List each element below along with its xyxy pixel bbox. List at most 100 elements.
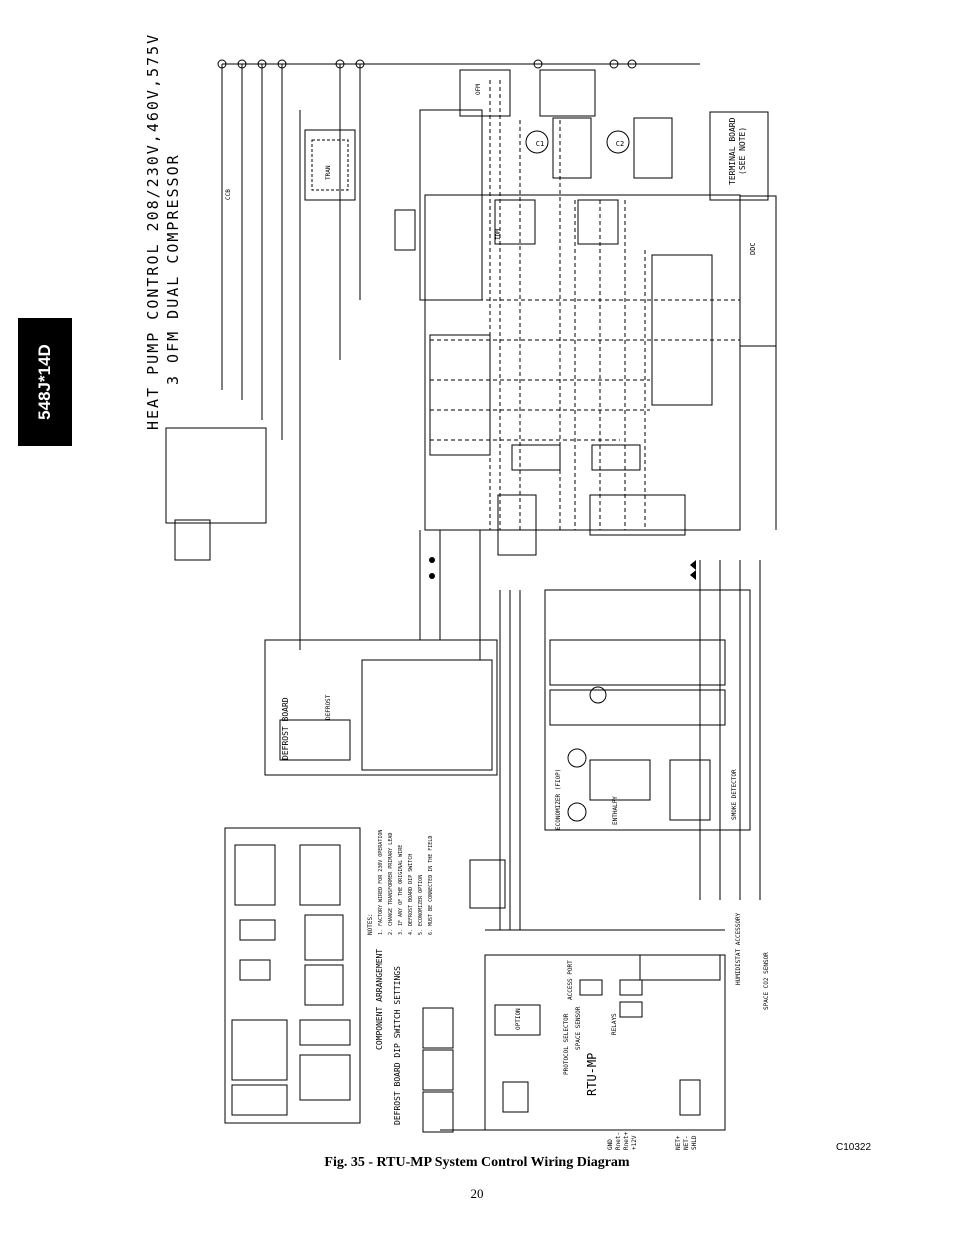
relays-label: RELAYS <box>611 1013 618 1035</box>
component-arrangement-label: COMPONENT ARRANGEMENT <box>375 949 384 1050</box>
dip-switch-settings-label: DEFROST BOARD DIP SWITCH SETTINGS <box>393 966 402 1125</box>
c1-label: C1 <box>536 140 544 148</box>
comp-part <box>231 1084 288 1116</box>
terminal-dot <box>627 59 637 69</box>
ddc-board <box>739 195 777 347</box>
economizer-plug-1 <box>549 639 726 686</box>
comp-part <box>299 844 341 906</box>
control-box-outline <box>424 194 741 531</box>
relay-small <box>394 209 416 251</box>
c2-label: C2 <box>616 140 624 148</box>
sensor-dot <box>567 748 587 768</box>
junction-dot <box>429 557 435 563</box>
rtu-j20 <box>502 1081 529 1113</box>
comp-part <box>299 1054 351 1101</box>
pin-label: +12V <box>631 1135 638 1150</box>
rtu-mp-label: RTU-MP <box>585 1053 599 1096</box>
note-line: 2. CHANGE TRANSFORMER PRIMARY LEAD <box>388 833 394 935</box>
note-line: 1. FACTORY WIRED FOR 230V OPERATION <box>378 830 384 935</box>
humidistat-label: HUMIDISTAT ACCESSORY <box>735 912 742 985</box>
protocol-selector-label: PROTOCOL SELECTOR <box>563 1013 570 1075</box>
arrow-marker <box>690 570 696 580</box>
terminal-block <box>591 444 641 471</box>
ccb-label: CCB <box>225 189 232 200</box>
capacitor-2 <box>577 199 619 245</box>
terminal-dot <box>237 59 247 69</box>
sensor-dot <box>567 802 587 822</box>
rtu-j11 <box>639 954 721 981</box>
comp-part <box>234 844 276 906</box>
diagram-title-line2: 3 OFM DUAL COMPRESSOR <box>164 153 182 385</box>
note-line: 3. IF ANY OF THE ORIGINAL WIRE <box>398 845 404 935</box>
relay-strip <box>589 494 686 536</box>
defrost-label: DEFROST <box>325 694 332 720</box>
compressor-c2 <box>606 130 630 154</box>
terminal-dot <box>609 59 619 69</box>
terminal-board-note: (SEE NOTE) <box>738 127 747 175</box>
field-wiring-strip <box>497 494 537 556</box>
tran-label: TRAN <box>325 165 332 180</box>
terminal-dot <box>355 59 365 69</box>
comp-part <box>231 1019 288 1081</box>
comp-part <box>304 914 344 961</box>
junction-dot <box>429 573 435 579</box>
terminal-board-label: TERMINAL BOARD <box>728 117 737 185</box>
comp-part <box>299 1019 351 1046</box>
transformer-box <box>304 129 356 201</box>
page-number: 20 <box>470 1186 484 1201</box>
pin-label: NET+ <box>675 1135 682 1150</box>
rtu-relay <box>579 979 603 996</box>
terminal-dot <box>335 59 345 69</box>
comp-part <box>304 964 344 1006</box>
space-sensor-label: SPACE SENSOR <box>575 1006 582 1050</box>
pin-label: NET- <box>683 1136 690 1150</box>
dip-switch <box>422 1049 454 1091</box>
option-label: OPTION <box>515 1008 522 1030</box>
economizer-label: ECONOMIZER (FIOP) <box>555 769 562 830</box>
rtu-j13 <box>679 1079 701 1116</box>
enthalpy-label: ENTHALPY <box>612 796 619 825</box>
note-line: 6. MUST BE CONNECTED IN THE FIELD <box>428 836 434 935</box>
ofm-label: OFM <box>475 84 482 95</box>
defrost-board <box>264 639 498 776</box>
enthalpy-box <box>589 759 651 801</box>
model-side-tab: 548J*14D <box>18 318 72 446</box>
contactor-c2 <box>633 117 673 179</box>
note-line: 5. ECONOMIZER OPTION <box>418 875 424 935</box>
comp-part <box>239 959 271 981</box>
diagram-title-line1: HEAT PUMP CONTROL 208/230V,460V,575V <box>144 33 162 430</box>
dip-switch <box>422 1007 454 1049</box>
smoke-detector-label: SMOKE DETECTOR <box>731 769 738 820</box>
sensor-dot <box>589 686 607 704</box>
control-relay-box <box>419 109 483 301</box>
note-line: 4. DEFROST BOARD DIP SWITCH <box>408 854 414 935</box>
rtu-option-port <box>494 1004 541 1036</box>
terminal-dot <box>533 59 543 69</box>
access-port-label: ACCESS PORT <box>567 960 574 1000</box>
idm-label: IDM <box>495 229 502 240</box>
terminal-block <box>511 444 561 471</box>
terminal-dot <box>257 59 267 69</box>
smoke-box <box>669 759 711 821</box>
pin-label: GND <box>607 1139 614 1150</box>
compressor-c1 <box>525 130 549 154</box>
comp-part <box>239 919 276 941</box>
rtu-mp-board <box>484 954 726 1131</box>
component-arrangement <box>224 827 361 1124</box>
terminal-strip-right <box>651 254 713 406</box>
contactor-c1 <box>552 117 592 179</box>
document-code: C10322 <box>836 1142 872 1153</box>
ofm-box-1 <box>459 69 511 117</box>
conn-board <box>429 334 491 456</box>
notes-heading: NOTES: <box>367 913 374 935</box>
space-co2-label: SPACE CO2 SENSOR <box>763 952 770 1010</box>
transformer-inner <box>311 139 349 191</box>
humidistat-box <box>469 859 506 909</box>
figure-caption: Fig. 35 - RTU-MP System Control Wiring D… <box>324 1155 630 1170</box>
terminal-dot <box>217 59 227 69</box>
economizer-plug-2 <box>549 689 726 726</box>
terminal-dot <box>277 59 287 69</box>
ddc-label: DDC <box>749 242 757 255</box>
dip-switch <box>422 1091 454 1133</box>
